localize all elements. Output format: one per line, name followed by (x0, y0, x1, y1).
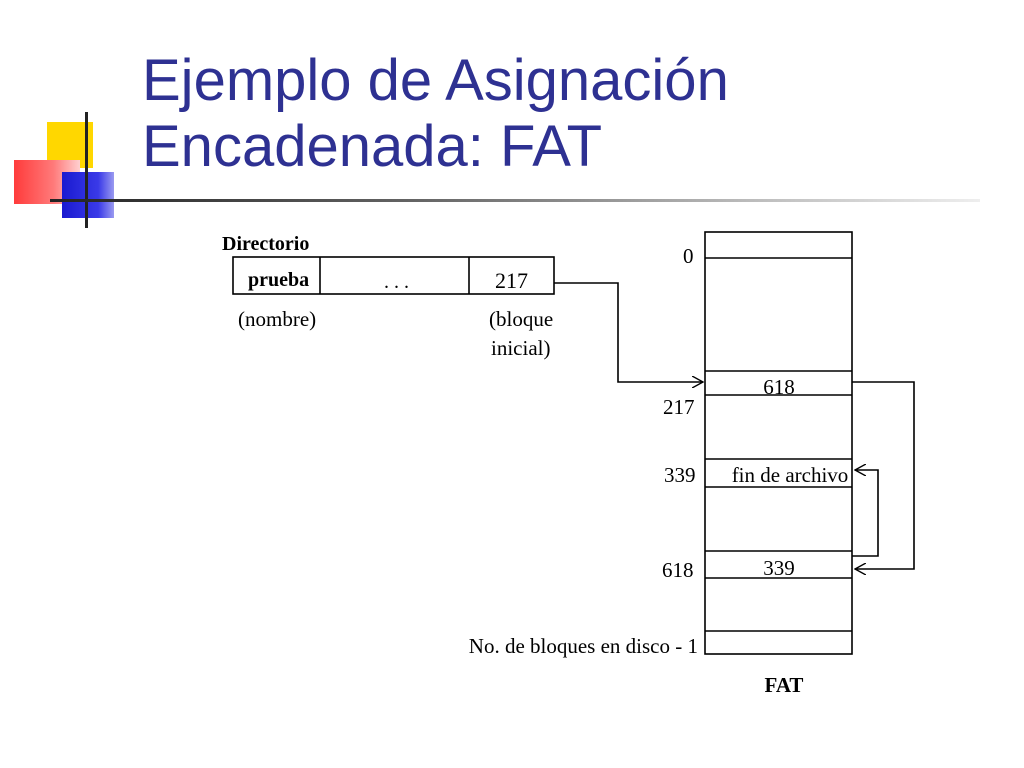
fat-row-index: 618 (662, 558, 694, 582)
fat-table (704, 231, 853, 655)
arrow-directory-to-217 (554, 282, 703, 382)
fat-row-value: fin de archivo (732, 463, 849, 487)
fat-row-index: 339 (664, 463, 696, 487)
page-title-line-2: Encadenada: FAT (142, 114, 603, 179)
arrow-618-to-339 (852, 470, 879, 557)
directory-start-caption-line-1: (bloque (489, 307, 553, 331)
directory-start-block-value: 217 (495, 268, 528, 293)
directory-heading: Directorio (222, 233, 309, 255)
directory-start-caption-line-2: inicial) (491, 336, 550, 360)
arrow-217-to-618 (852, 381, 915, 569)
decor-blue-square (62, 172, 114, 218)
fat-row-value: 339 (763, 556, 795, 580)
fat-index-last: No. de bloques en disco - 1 (469, 634, 698, 658)
directory-ellipsis: . . . (384, 271, 409, 293)
fat-row-index: 217 (663, 395, 695, 419)
page-title: Ejemplo de Asignación Encadenada: FAT (142, 48, 729, 180)
decor-vertical-line (85, 112, 88, 228)
directory-entry-box (232, 256, 555, 295)
decor-horizontal-line (50, 199, 980, 202)
page-title-line-1: Ejemplo de Asignación (142, 48, 729, 113)
fat-index-first: 0 (683, 244, 694, 268)
directory-name-caption: (nombre) (238, 307, 316, 331)
fat-row-value: 618 (763, 375, 795, 399)
directory-name-value: prueba (248, 269, 309, 291)
fat-caption: FAT (765, 673, 804, 697)
